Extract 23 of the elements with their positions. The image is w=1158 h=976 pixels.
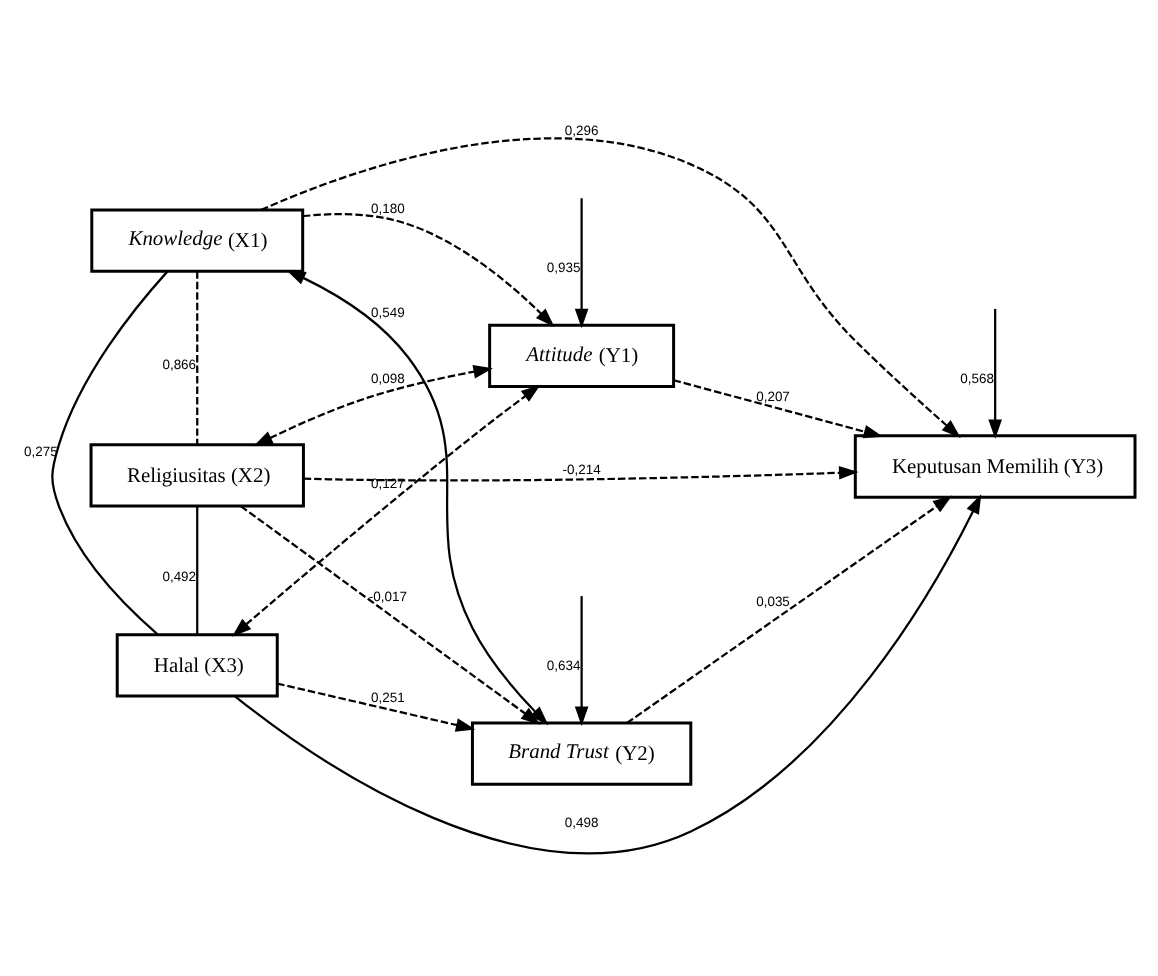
arrow	[240, 504, 541, 724]
arrow	[277, 681, 476, 731]
arrow	[231, 383, 541, 636]
arrow	[574, 197, 589, 328]
node-box: Attitude (Y1)	[488, 322, 676, 387]
connector	[51, 269, 169, 635]
arrow	[260, 136, 961, 437]
node-box: Brand Trust (Y2)	[470, 720, 693, 785]
connector	[196, 505, 199, 634]
arrow	[673, 378, 884, 438]
node-box: Keputusan Memilih (Y3)	[853, 433, 1137, 498]
arrow	[988, 307, 1002, 438]
arrow	[286, 269, 549, 725]
arrow	[303, 465, 859, 481]
arrow	[574, 595, 589, 726]
connector	[196, 270, 199, 444]
arrow	[234, 493, 982, 853]
arrow	[302, 212, 555, 327]
node-box: Halal (X3)	[115, 632, 279, 697]
arrow	[626, 494, 953, 723]
arrow	[253, 364, 493, 446]
node-box: Knowledge (X1)	[90, 207, 305, 272]
node-box: Religiusitas (X2)	[89, 442, 305, 507]
